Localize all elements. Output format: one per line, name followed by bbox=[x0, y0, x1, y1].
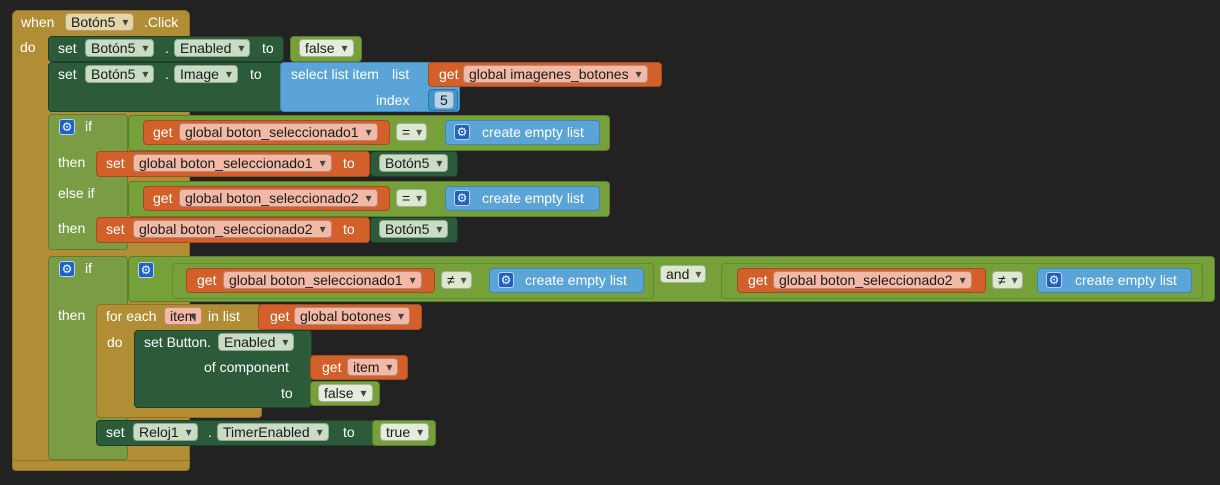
gear-icon[interactable]: ⚙ bbox=[138, 262, 154, 278]
set-sel1-to-label: to bbox=[343, 155, 355, 171]
select-list-item-label: select list item bbox=[291, 66, 379, 82]
set-any-label: set Button. bbox=[144, 334, 211, 350]
gear-icon[interactable]: ⚙ bbox=[498, 272, 514, 288]
item-dropdown[interactable]: item bbox=[347, 358, 399, 376]
set1-to-label: to bbox=[262, 40, 274, 56]
create-empty-list-4[interactable] bbox=[1037, 268, 1192, 293]
var-sel1-dropdown-b[interactable]: global boton_seleccionado1 bbox=[223, 271, 422, 289]
set1-set-label: set bbox=[58, 40, 77, 56]
index-number[interactable]: 5 bbox=[434, 91, 454, 109]
gear-icon[interactable]: ⚙ bbox=[454, 190, 470, 206]
get-imagenes-label: get bbox=[439, 66, 459, 82]
create-empty-list-1[interactable] bbox=[445, 120, 600, 145]
set2-component-dropdown[interactable]: Botón5 bbox=[85, 65, 155, 83]
gear-icon[interactable]: ⚙ bbox=[59, 119, 75, 135]
false-dropdown-2[interactable]: false bbox=[318, 384, 373, 402]
set3-dot: . bbox=[208, 424, 212, 440]
set-sel1-var-dropdown[interactable]: global boton_seleccionado1 bbox=[133, 154, 332, 172]
event-footer bbox=[12, 460, 190, 471]
set1-dot: . bbox=[165, 40, 169, 56]
event-component-dropdown[interactable]: Botón5 bbox=[65, 13, 135, 31]
get-sel1-label-b: get bbox=[197, 272, 217, 288]
set1-component-dropdown[interactable]: Botón5 bbox=[85, 39, 155, 57]
get-botones-label: get bbox=[270, 308, 290, 324]
gear-icon[interactable]: ⚙ bbox=[1046, 272, 1062, 288]
foreach-do-label: do bbox=[107, 334, 123, 350]
list-label: list bbox=[392, 66, 410, 82]
var-imagenes-dropdown[interactable]: global imagenes_botones bbox=[463, 65, 648, 83]
in-list-label: in list bbox=[208, 308, 240, 324]
index-label: index bbox=[376, 92, 410, 108]
true-dropdown[interactable]: true bbox=[380, 423, 430, 441]
var-sel1-dropdown[interactable]: global boton_seleccionado1 bbox=[179, 123, 378, 141]
not-equal-op-2[interactable]: ≠ bbox=[992, 271, 1023, 289]
set-sel1-label: set bbox=[106, 155, 125, 171]
set-sel2-var-dropdown[interactable]: global boton_seleccionado2 bbox=[133, 220, 332, 238]
for-each-label: for each bbox=[106, 308, 157, 324]
create-empty-list-label-3: create empty list bbox=[525, 272, 627, 288]
if1-if-label: if bbox=[85, 118, 92, 134]
set3-to-label: to bbox=[343, 424, 355, 440]
component-dropdown-2[interactable]: Botón5 bbox=[379, 220, 449, 238]
set-any-to-label: to bbox=[281, 385, 293, 401]
set3-property-dropdown[interactable]: TimerEnabled bbox=[217, 423, 329, 441]
if1-then-label: then bbox=[58, 154, 86, 170]
create-empty-list-label-2: create empty list bbox=[482, 190, 584, 206]
set1-property-dropdown[interactable]: Enabled bbox=[174, 39, 251, 57]
create-empty-list-2[interactable] bbox=[445, 186, 600, 211]
event-name-label: .Click bbox=[144, 14, 179, 30]
set-sel2-label: set bbox=[106, 221, 125, 237]
var-botones-dropdown[interactable]: global botones bbox=[294, 307, 411, 325]
get-item-label: get bbox=[322, 359, 342, 375]
set-sel2-to-label: to bbox=[343, 221, 355, 237]
create-empty-list-label-4: create empty list bbox=[1075, 272, 1177, 288]
item-param[interactable]: item bbox=[164, 307, 203, 325]
when-label: when bbox=[21, 14, 55, 30]
var-sel2-dropdown-b[interactable]: global boton_seleccionado2 bbox=[773, 271, 972, 289]
set2-dot: . bbox=[165, 66, 169, 82]
set-image-block[interactable] bbox=[48, 62, 284, 112]
gear-icon[interactable]: ⚙ bbox=[59, 261, 75, 277]
gear-icon[interactable]: ⚙ bbox=[454, 124, 470, 140]
set3-component-dropdown[interactable]: Reloj1 bbox=[133, 423, 198, 441]
set2-property-dropdown[interactable]: Image bbox=[174, 65, 238, 83]
create-empty-list-3[interactable] bbox=[489, 268, 644, 293]
and-dropdown[interactable]: and bbox=[660, 265, 707, 283]
elseif-then-label: then bbox=[58, 220, 86, 236]
set2-set-label: set bbox=[58, 66, 77, 82]
do-label: do bbox=[20, 39, 36, 55]
set3-set-label: set bbox=[106, 424, 125, 440]
get-sel2-label: get bbox=[153, 190, 173, 206]
if2-if-label: if bbox=[85, 260, 92, 276]
of-component-label: of component bbox=[204, 359, 289, 375]
set-any-property-dropdown[interactable]: Enabled bbox=[218, 333, 295, 351]
get-sel1-label: get bbox=[153, 124, 173, 140]
var-sel2-dropdown[interactable]: global boton_seleccionado2 bbox=[179, 189, 378, 207]
compare-op-2[interactable]: = bbox=[396, 189, 428, 207]
component-dropdown-1[interactable]: Botón5 bbox=[379, 154, 449, 172]
not-equal-op-1[interactable]: ≠ bbox=[441, 271, 472, 289]
elseif-label: else if bbox=[58, 185, 95, 201]
compare-op-1[interactable]: = bbox=[396, 123, 428, 141]
false-dropdown-1[interactable]: false bbox=[299, 39, 354, 57]
if2-then-label: then bbox=[58, 307, 86, 323]
set2-to-label: to bbox=[250, 66, 262, 82]
create-empty-list-label-1: create empty list bbox=[482, 124, 584, 140]
get-sel2-label-b: get bbox=[748, 272, 768, 288]
